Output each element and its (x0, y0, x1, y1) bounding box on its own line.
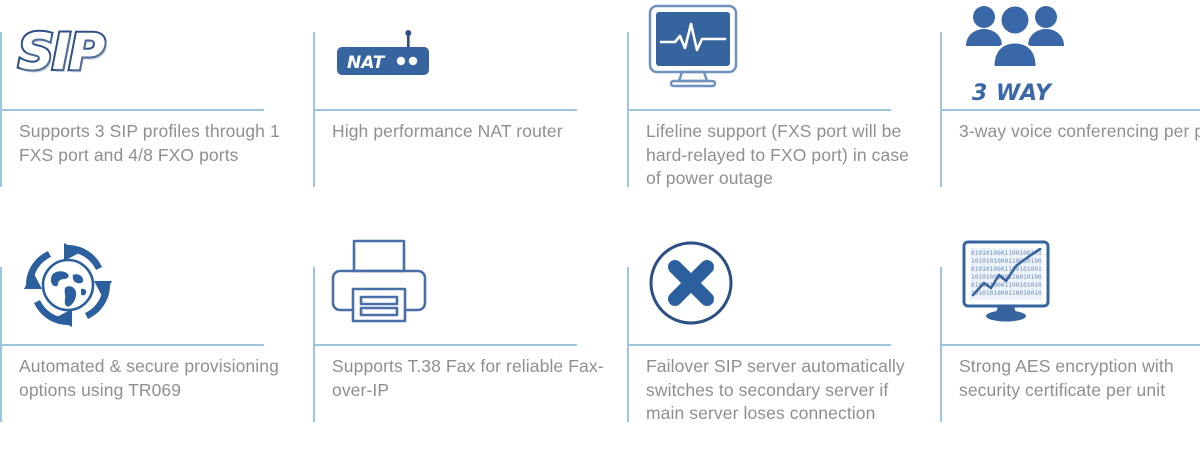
feature-caption: High performance NAT router (332, 121, 563, 141)
feature-caption: Automated & secure provisioning options … (19, 356, 279, 400)
icon-slot: NAT (331, 0, 601, 104)
monitor-pulse-icon (648, 4, 738, 88)
feature-card-nat-router: NAT High performance NAT router (313, 0, 626, 234)
card-rule-horizontal (0, 344, 264, 346)
feature-row-bottom: Automated & secure provisioning options … (0, 235, 1200, 469)
nat-router-glyph: NAT (337, 30, 429, 75)
sip-logo-text: SIP (16, 21, 107, 83)
icon-slot (645, 0, 915, 104)
feature-caption: 3-way voice conferencing per port (959, 121, 1200, 141)
icon-slot (645, 235, 915, 339)
icon-slot (331, 235, 601, 339)
svg-text:101010100011001010011010: 101010100011001010011010 (971, 258, 1054, 265)
three-people-icon: 3 WAY (958, 2, 1078, 106)
three-people-glyph (966, 2, 1064, 68)
svg-text:010101000110010101001011: 010101000110010101001011 (971, 282, 1054, 289)
printer-fax-icon (331, 239, 427, 323)
feature-card-failover-sip: Failover SIP server automatically switch… (627, 235, 940, 469)
circle-x-icon (649, 241, 733, 325)
card-rule-horizontal (313, 109, 577, 111)
feature-row-top: SIP Supports 3 SIP profiles through 1 FX… (0, 0, 1200, 234)
nat-router-icon: NAT (331, 21, 441, 83)
icon-slot (18, 235, 288, 339)
card-rule-horizontal (313, 344, 577, 346)
feature-caption: Supports 3 SIP profiles through 1 FXS po… (19, 121, 280, 165)
feature-caption: Lifeline support (FXS port will be hard-… (646, 121, 909, 188)
feature-caption: Supports T.38 Fax for reliable Fax-over-… (332, 356, 604, 400)
monitor-binary-chart-icon: 010101000110010010101101 101010100011001… (962, 240, 1054, 322)
card-rule-horizontal (0, 109, 264, 111)
icon-slot: 3 WAY (958, 0, 1200, 106)
card-rule-horizontal (940, 109, 1200, 111)
svg-text:010101000110010100101101: 010101000110010100101101 (971, 266, 1054, 273)
feature-card-lifeline-support: Lifeline support (FXS port will be hard-… (627, 0, 940, 234)
feature-card-auto-provisioning: Automated & secure provisioning options … (0, 235, 313, 469)
feature-card-t38-fax: Supports T.38 Fax for reliable Fax-over-… (313, 235, 626, 469)
feature-card-three-way-conferencing: 3 WAY 3-way voice conferencing per port (940, 0, 1200, 234)
sip-logo-icon: SIP (16, 21, 130, 83)
globe-refresh-icon (24, 243, 112, 327)
svg-text:101010010011001010010110: 101010010011001010010110 (971, 274, 1054, 281)
svg-text:010101000110010010101101: 010101000110010010101101 (971, 250, 1054, 257)
feature-caption: Failover SIP server automatically switch… (646, 356, 905, 423)
icon-slot: SIP (16, 0, 288, 104)
icon-slot: 010101000110010010101101 101010100011001… (958, 235, 1200, 339)
card-rule-horizontal (940, 344, 1200, 346)
card-rule-horizontal (627, 109, 891, 111)
nat-router-label: NAT (347, 53, 386, 73)
feature-card-aes-encryption: 010101000110010010101101 101010100011001… (940, 235, 1200, 469)
svg-text:101010100011001001011010: 101010100011001001011010 (971, 290, 1054, 297)
three-way-label: 3 WAY (972, 81, 1052, 106)
binary-text: 010101000110010010101101 101010100011001… (971, 250, 1054, 297)
feature-card-sip-profiles: SIP Supports 3 SIP profiles through 1 FX… (0, 0, 313, 234)
feature-caption: Strong AES encryption with security cert… (959, 356, 1174, 400)
card-rule-horizontal (627, 344, 891, 346)
